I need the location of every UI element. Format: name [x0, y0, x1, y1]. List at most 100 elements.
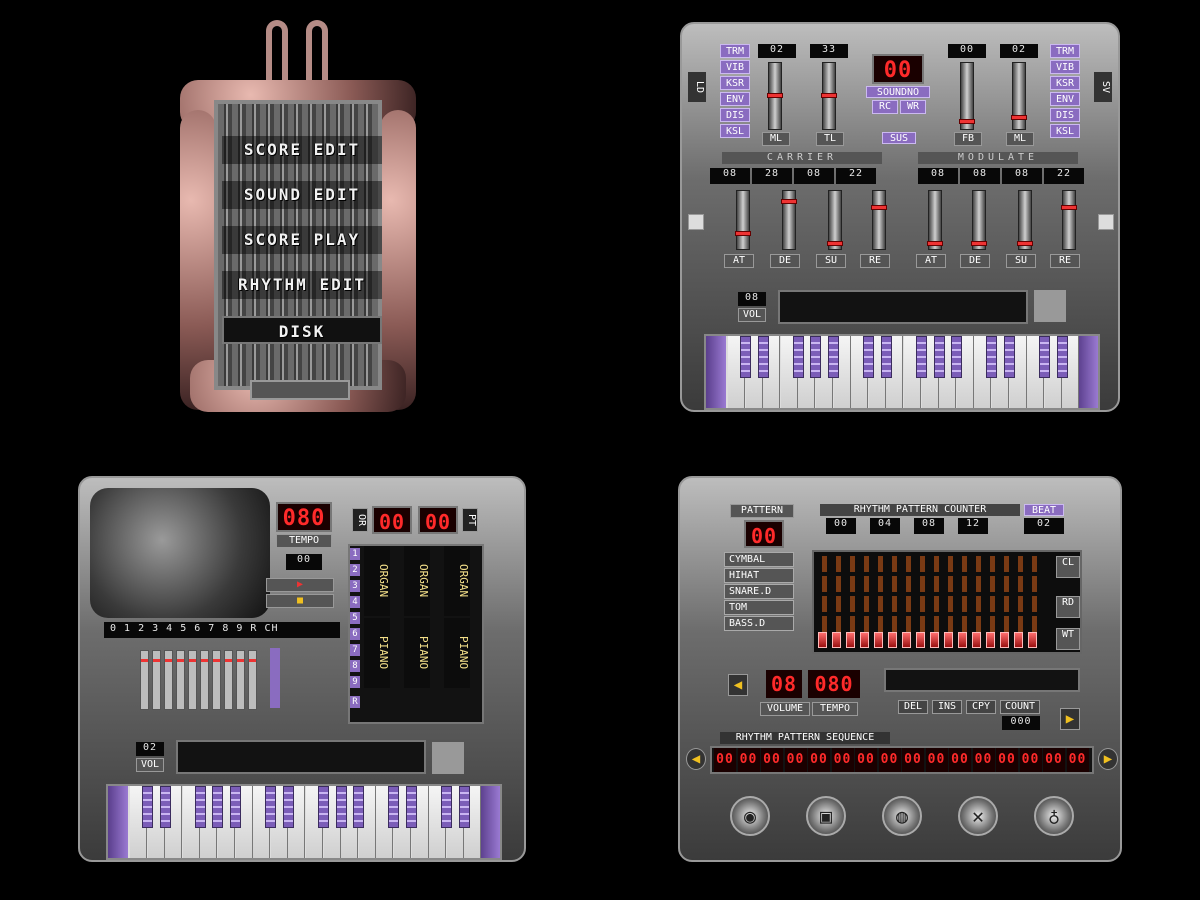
instrument-snare[interactable]: SNARE.D [724, 584, 794, 599]
cursor-pad[interactable] [432, 742, 464, 774]
tom-drum-icon[interactable]: ◍ [882, 796, 922, 836]
grid-cell[interactable] [1004, 556, 1009, 572]
grid-cell[interactable] [892, 576, 897, 592]
channel-number[interactable]: 5 [350, 612, 360, 624]
black-key[interactable] [388, 786, 400, 828]
step-indicator[interactable] [944, 632, 953, 648]
step-indicator[interactable] [846, 632, 855, 648]
black-key[interactable] [810, 336, 822, 378]
channel-instrument[interactable]: ORGAN [444, 546, 470, 616]
modulate-su-slider[interactable] [1017, 190, 1033, 250]
tl-slider[interactable] [821, 62, 837, 130]
read-button[interactable]: RD [1056, 596, 1080, 618]
param-dis-left[interactable]: DIS [720, 108, 750, 122]
sequence-slot[interactable]: 00 [1019, 748, 1042, 772]
grid-cell[interactable] [850, 556, 855, 572]
sequence-slot[interactable]: 00 [949, 748, 971, 772]
sequence-slot[interactable]: 00 [761, 748, 783, 772]
grid-cell[interactable] [1032, 556, 1037, 572]
grid-cell[interactable] [850, 616, 855, 632]
menu-item-score-play[interactable]: SCORE PLAY [222, 226, 382, 254]
black-key[interactable] [353, 786, 365, 828]
grid-cell[interactable] [1032, 596, 1037, 612]
step-indicator[interactable] [832, 632, 841, 648]
carrier-re-slider[interactable] [871, 190, 887, 250]
ml-right-slider[interactable] [1011, 62, 1027, 130]
grid-cell[interactable] [822, 576, 827, 592]
ml-left-slider[interactable] [767, 62, 783, 130]
sequence-next-arrow[interactable]: ▶ [1098, 748, 1118, 770]
grid-cell[interactable] [1018, 556, 1023, 572]
grid-cell[interactable] [878, 576, 883, 592]
grid-cell[interactable] [948, 616, 953, 632]
channel-volume-bar[interactable] [140, 650, 149, 710]
black-key[interactable] [142, 786, 153, 828]
disk-icon[interactable] [688, 214, 704, 230]
grid-cell[interactable] [976, 576, 981, 592]
instrument-bass-drum[interactable]: BASS.D [724, 616, 794, 631]
channel-number[interactable]: 9 [350, 676, 360, 688]
param-ksl-right[interactable]: KSL [1050, 124, 1080, 138]
channel-number[interactable]: 1 [350, 548, 360, 560]
grid-cell[interactable] [976, 556, 981, 572]
black-key[interactable] [458, 786, 470, 828]
grid-cell[interactable] [1018, 596, 1023, 612]
grid-cell[interactable] [836, 596, 841, 612]
grid-cell[interactable] [836, 576, 841, 592]
channel-volume-bar[interactable] [224, 650, 233, 710]
grid-cell[interactable] [1032, 576, 1037, 592]
channel-volume-bar[interactable] [248, 650, 257, 710]
param-vib-right[interactable]: VIB [1050, 60, 1080, 74]
step-indicator[interactable] [986, 632, 995, 648]
copy-button[interactable]: CPY [966, 700, 996, 714]
grid-cell[interactable] [948, 576, 953, 592]
cursor-pad[interactable] [1034, 290, 1066, 322]
grid-cell[interactable] [822, 596, 827, 612]
channel-instrument[interactable]: ORGAN [404, 546, 430, 616]
black-key[interactable] [792, 336, 804, 378]
grid-cell[interactable] [906, 576, 911, 592]
grid-cell[interactable] [990, 556, 995, 572]
carrier-at-slider[interactable] [735, 190, 751, 250]
keyboard[interactable] [704, 334, 1100, 410]
channel-instrument[interactable]: PIANO [364, 618, 390, 688]
step-indicator[interactable] [958, 632, 967, 648]
modulate-de-slider[interactable] [971, 190, 987, 250]
sequence-slot[interactable]: 00 [902, 748, 924, 772]
channel-number[interactable]: 4 [350, 596, 360, 608]
grid-cell[interactable] [836, 616, 841, 632]
save-side-label[interactable]: SV [1094, 72, 1112, 102]
grid-cell[interactable] [962, 576, 967, 592]
param-dis-right[interactable]: DIS [1050, 108, 1080, 122]
sequence-slot[interactable]: 00 [808, 748, 830, 772]
grid-cell[interactable] [1004, 576, 1009, 592]
scroll-right-arrow[interactable]: ▶ [1060, 708, 1080, 730]
play-button[interactable]: ▶ [266, 578, 334, 592]
grid-cell[interactable] [906, 556, 911, 572]
step-indicator[interactable] [874, 632, 883, 648]
grid-cell[interactable] [948, 596, 953, 612]
channel-number[interactable]: 2 [350, 564, 360, 576]
param-trm-left[interactable]: TRM [720, 44, 750, 58]
black-key[interactable] [757, 336, 769, 378]
menu-item-sound-edit[interactable]: SOUND EDIT [222, 181, 382, 209]
sequence-slot[interactable]: 00 [972, 748, 995, 772]
black-key[interactable] [230, 786, 241, 828]
scroll-left-arrow[interactable]: ◀ [728, 674, 748, 696]
grid-cell[interactable] [920, 616, 925, 632]
grid-cell[interactable] [920, 556, 925, 572]
black-key[interactable] [916, 336, 927, 378]
grid-cell[interactable] [1004, 596, 1009, 612]
channel-volume-bar[interactable] [176, 650, 185, 710]
channel-volume-bar[interactable] [164, 650, 173, 710]
grid-cell[interactable] [990, 576, 995, 592]
load-side-label[interactable]: LD [688, 72, 706, 102]
black-key[interactable] [282, 786, 294, 828]
black-key[interactable] [986, 336, 998, 378]
channel-volume-bar[interactable] [200, 650, 209, 710]
stop-button[interactable]: ■ [266, 594, 334, 608]
grid-cell[interactable] [920, 576, 925, 592]
sequence-prev-arrow[interactable]: ◀ [686, 748, 706, 770]
grid-cell[interactable] [906, 616, 911, 632]
grid-cell[interactable] [976, 596, 981, 612]
